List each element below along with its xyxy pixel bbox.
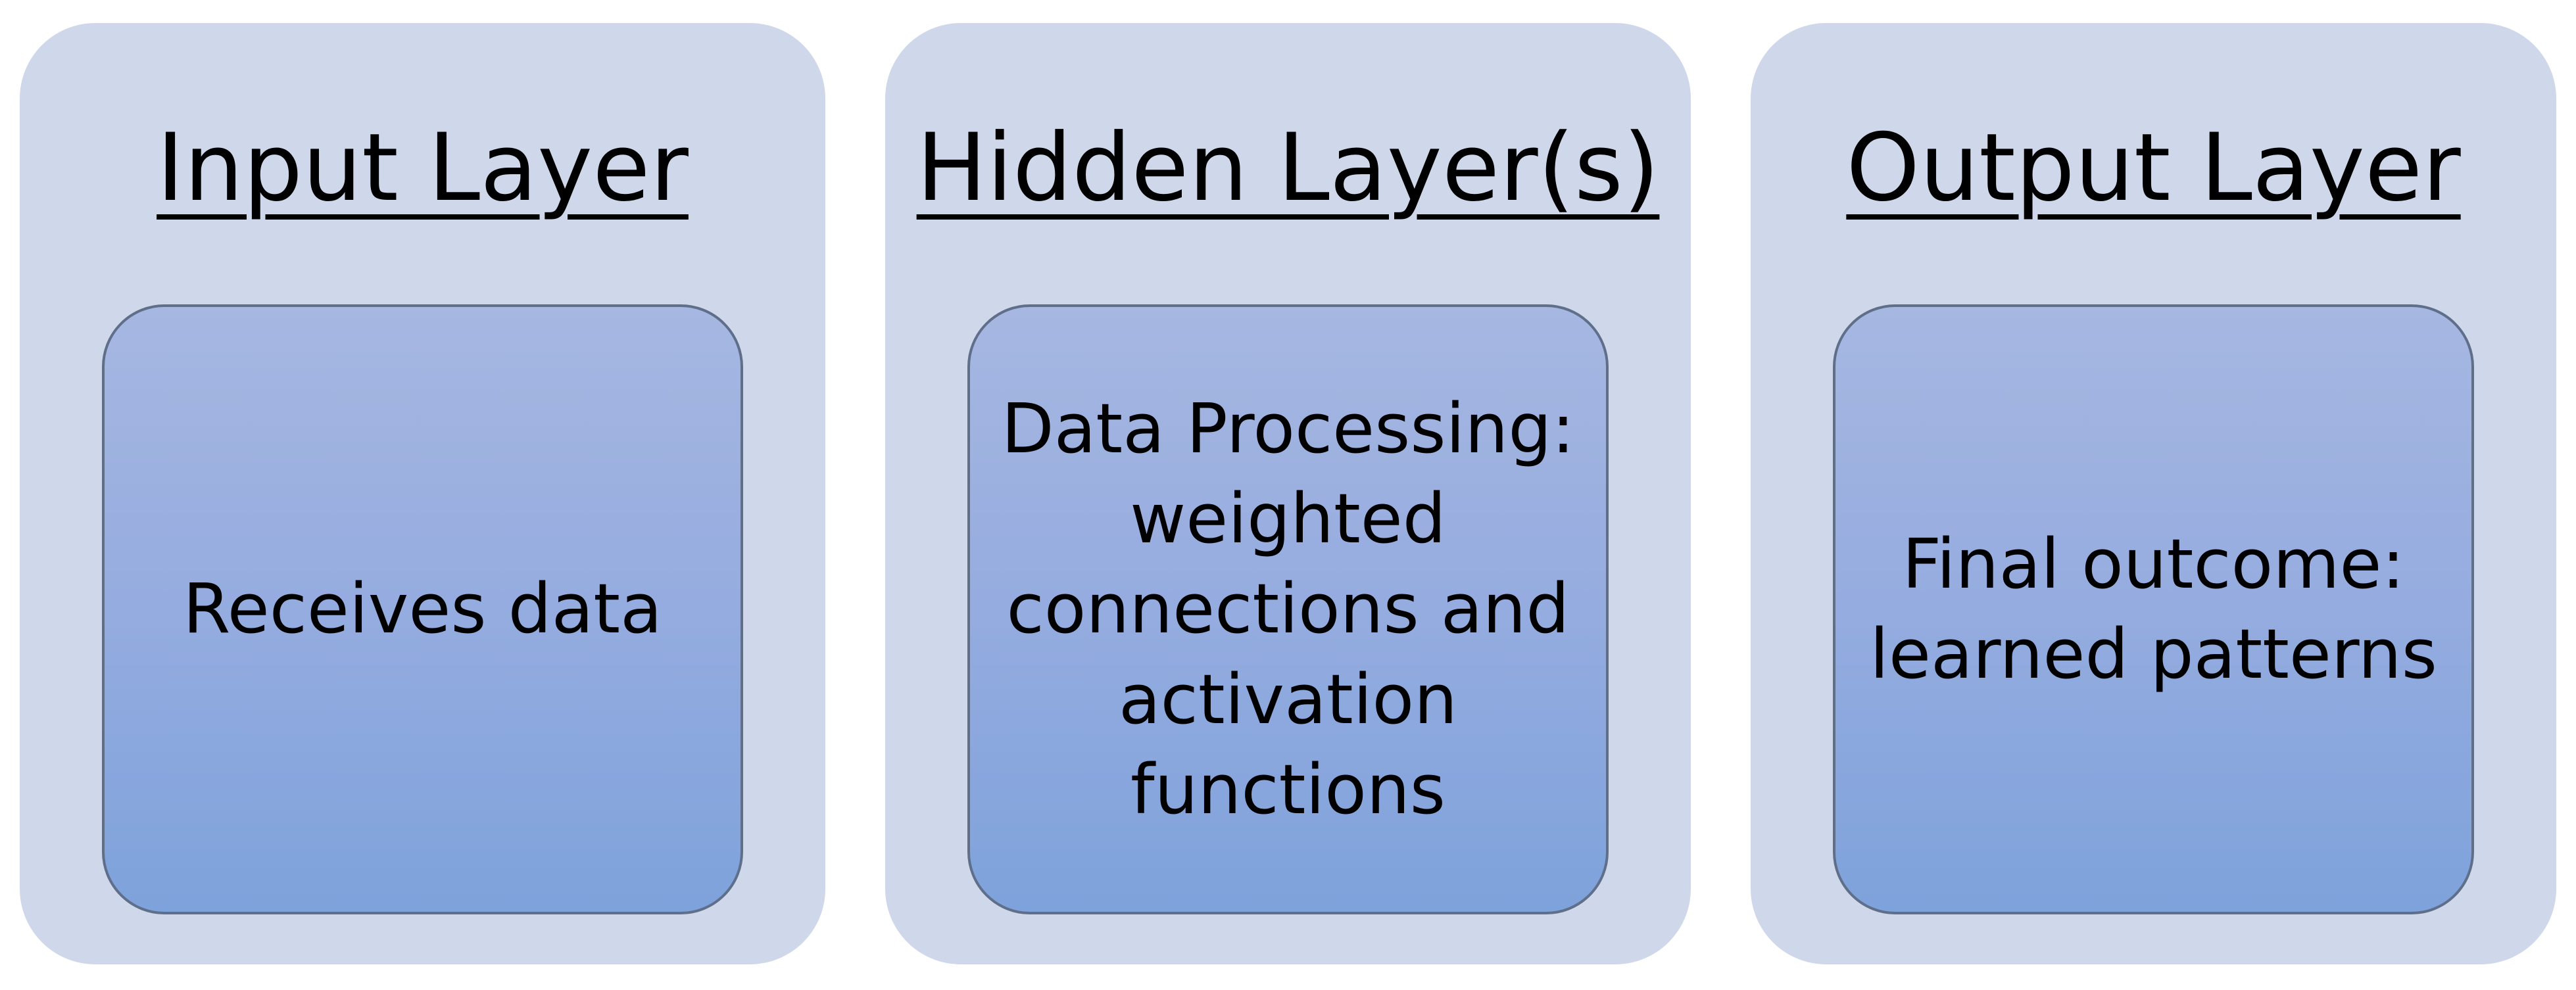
output-layer-title: Output Layer bbox=[1846, 114, 2461, 222]
input-layer-title: Input Layer bbox=[157, 114, 689, 222]
output-layer-box: Final outcome: learned patterns bbox=[1833, 304, 2474, 914]
input-layer-panel: Input Layer Receives data bbox=[20, 23, 825, 964]
hidden-layer-box: Data Processing: weighted connections an… bbox=[967, 304, 1609, 914]
input-layer-box: Receives data bbox=[102, 304, 743, 914]
hidden-layer-panel: Hidden Layer(s) Data Processing: weighte… bbox=[885, 23, 1691, 964]
hidden-layer-title: Hidden Layer(s) bbox=[916, 114, 1660, 222]
input-layer-description: Receives data bbox=[183, 569, 662, 649]
hidden-layer-description: Data Processing: weighted connections an… bbox=[1001, 388, 1575, 830]
output-layer-description: Final outcome: learned patterns bbox=[1870, 523, 2437, 694]
output-layer-panel: Output Layer Final outcome: learned patt… bbox=[1751, 23, 2556, 964]
